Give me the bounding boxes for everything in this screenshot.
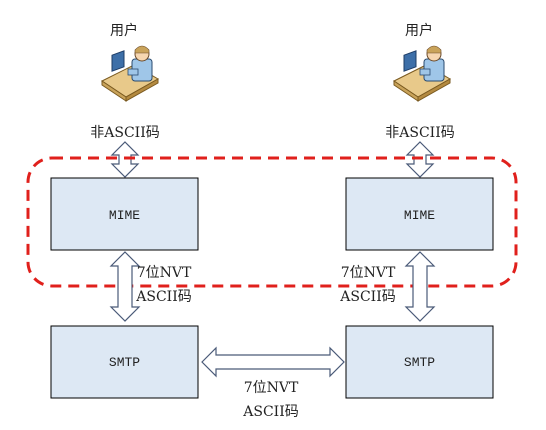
mime-box-right xyxy=(345,177,494,251)
mime-label-right: MIME xyxy=(404,208,435,223)
encoding-label-left: 非ASCII码 xyxy=(90,125,159,141)
nvt-label-left-line2: ASCII码 xyxy=(135,289,191,305)
mime-region-dashed-border xyxy=(26,156,518,288)
user-computer-icon-right xyxy=(393,45,452,102)
nvt-label-left-line1: 7位NVT xyxy=(137,265,192,281)
arrow-mime-smtp-left xyxy=(109,251,141,322)
smtp-label-left: SMTP xyxy=(109,355,140,370)
user-label-right: 用户 xyxy=(405,22,433,39)
smtp-box-right xyxy=(345,325,494,399)
user-computer-icon-left xyxy=(101,45,160,102)
smtp-label-right: SMTP xyxy=(404,355,435,370)
nvt-label-bottom-line2: ASCII码 xyxy=(242,404,298,420)
nvt-label-bottom-line1: 7位NVT xyxy=(244,380,299,396)
mime-box-left xyxy=(50,177,199,251)
arrow-mime-smtp-right xyxy=(404,251,436,322)
nvt-label-right-line2: ASCII码 xyxy=(339,289,395,305)
nvt-label-right-line1: 7位NVT xyxy=(341,265,396,281)
smtp-box-left xyxy=(50,325,199,399)
user-label-left: 用户 xyxy=(110,22,138,39)
mime-label-left: MIME xyxy=(109,208,140,223)
encoding-label-right: 非ASCII码 xyxy=(385,125,454,141)
arrow-smtp-smtp xyxy=(201,346,345,378)
